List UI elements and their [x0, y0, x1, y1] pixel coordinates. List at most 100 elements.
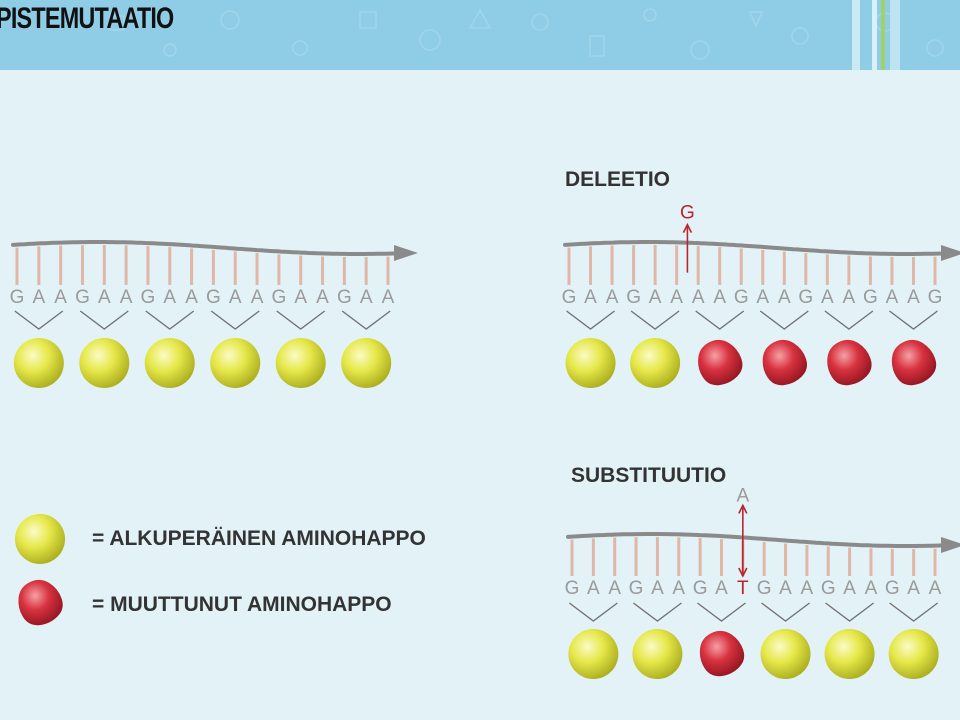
normal-amino-acid [760, 629, 811, 679]
codon-bracket [568, 602, 618, 622]
base-letter: G [206, 287, 221, 308]
base-letter: A [713, 287, 726, 308]
codon-bracket [341, 310, 391, 330]
base-letter: A [907, 578, 920, 599]
base-letter: G [928, 287, 943, 308]
dna-strand [11, 240, 407, 256]
base-letter: G [821, 578, 836, 599]
base-letter: A [886, 287, 899, 308]
base-letter: A [779, 578, 792, 599]
base-letter: A [229, 287, 242, 308]
base-letter: G [629, 578, 644, 599]
header-stripe [890, 0, 900, 70]
base-letter: A [606, 287, 619, 308]
codon-bracket [210, 310, 260, 330]
base-letter: G [885, 578, 900, 599]
base-letter: A [778, 287, 791, 308]
base-letter: G [337, 287, 352, 308]
base-letter: G [863, 287, 878, 308]
base-letter: A [316, 287, 329, 308]
mutated-amino-acid [698, 339, 743, 386]
strand-arrowhead [941, 244, 960, 261]
base-letter: A [865, 578, 878, 599]
base-letter: A [651, 578, 664, 599]
mutated-amino-acid [891, 339, 937, 386]
normal-amino-acid [632, 629, 683, 679]
base-letter: A [587, 578, 600, 599]
base-letter: A [907, 287, 920, 308]
base-letter: G [141, 287, 156, 308]
codon-bracket [697, 602, 746, 622]
base-letter: A [54, 287, 67, 308]
deleted-base-letter: G [680, 203, 695, 224]
codon-bracket [824, 310, 874, 330]
normal-amino-acid [15, 514, 65, 564]
base-letter: A [584, 287, 597, 308]
mutated-amino-acid [762, 339, 808, 386]
strand-arrowhead [941, 536, 960, 553]
normal-amino-acid [630, 338, 681, 388]
normal-amino-acid [79, 338, 130, 388]
deletion-title: DELEETIO [565, 168, 671, 191]
base-letter: A [929, 578, 942, 599]
base-letter: A [670, 287, 683, 308]
normal-amino-acid [13, 338, 64, 388]
codon-bracket [695, 310, 745, 330]
base-letter: A [672, 578, 685, 599]
base-letter: A [360, 287, 373, 308]
dna-strand [566, 532, 954, 548]
normal-amino-acid [888, 629, 939, 679]
base-letter: A [163, 287, 176, 308]
header-stripe [881, 0, 885, 70]
base-letter: G [565, 578, 580, 599]
codon-bracket [566, 310, 615, 330]
original-base-letter: A [736, 485, 749, 506]
base-letter: T [737, 578, 749, 599]
legend-icons [15, 514, 65, 626]
legend-normal-label: = ALKUPERÄINEN AMINOHAPPO [92, 527, 426, 550]
base-letter: A [649, 287, 662, 308]
base-letter: A [843, 287, 856, 308]
codon-bracket [825, 602, 874, 622]
base-letter: G [271, 287, 286, 308]
base-letter: G [562, 287, 577, 308]
base-letter: A [821, 287, 834, 308]
base-letter: A [251, 287, 264, 308]
base-letter: G [757, 578, 772, 599]
base-letter: G [734, 287, 749, 308]
deletion-arrowhead [682, 222, 693, 234]
codon-bracket [761, 602, 810, 622]
strand-arrowhead [394, 244, 418, 261]
codon-bracket [14, 310, 64, 330]
base-letter: A [382, 287, 395, 308]
base-letter: G [75, 287, 90, 308]
header-banner: PISTEMUTAATIO [0, 0, 960, 70]
codon-bracket [633, 602, 682, 622]
base-letter: A [715, 578, 728, 599]
codon-bracket [79, 310, 129, 330]
base-letter: G [798, 287, 813, 308]
codon-bracket [630, 310, 680, 330]
codon-bracket [889, 602, 939, 622]
substitution-title: SUBSTITUUTIO [571, 464, 727, 487]
base-letter: A [801, 578, 814, 599]
normal-amino-acid [568, 629, 619, 679]
mutated-amino-acid [827, 339, 872, 386]
base-letter: G [693, 578, 708, 599]
base-letter: A [692, 287, 705, 308]
base-letter: A [294, 287, 307, 308]
base-letter: A [608, 578, 621, 599]
normal-amino-acid [210, 338, 261, 388]
normal-amino-acid [144, 338, 195, 388]
substitution-arrowhead-down [738, 567, 748, 578]
codon-bracket [889, 310, 938, 330]
header-pattern [109, 8, 944, 60]
base-letter: G [10, 287, 25, 308]
header-stripe [852, 0, 860, 70]
codon-bracket [145, 310, 195, 330]
base-letter: A [843, 578, 856, 599]
base-letter: A [98, 287, 111, 308]
normal-amino-acid [565, 338, 616, 388]
